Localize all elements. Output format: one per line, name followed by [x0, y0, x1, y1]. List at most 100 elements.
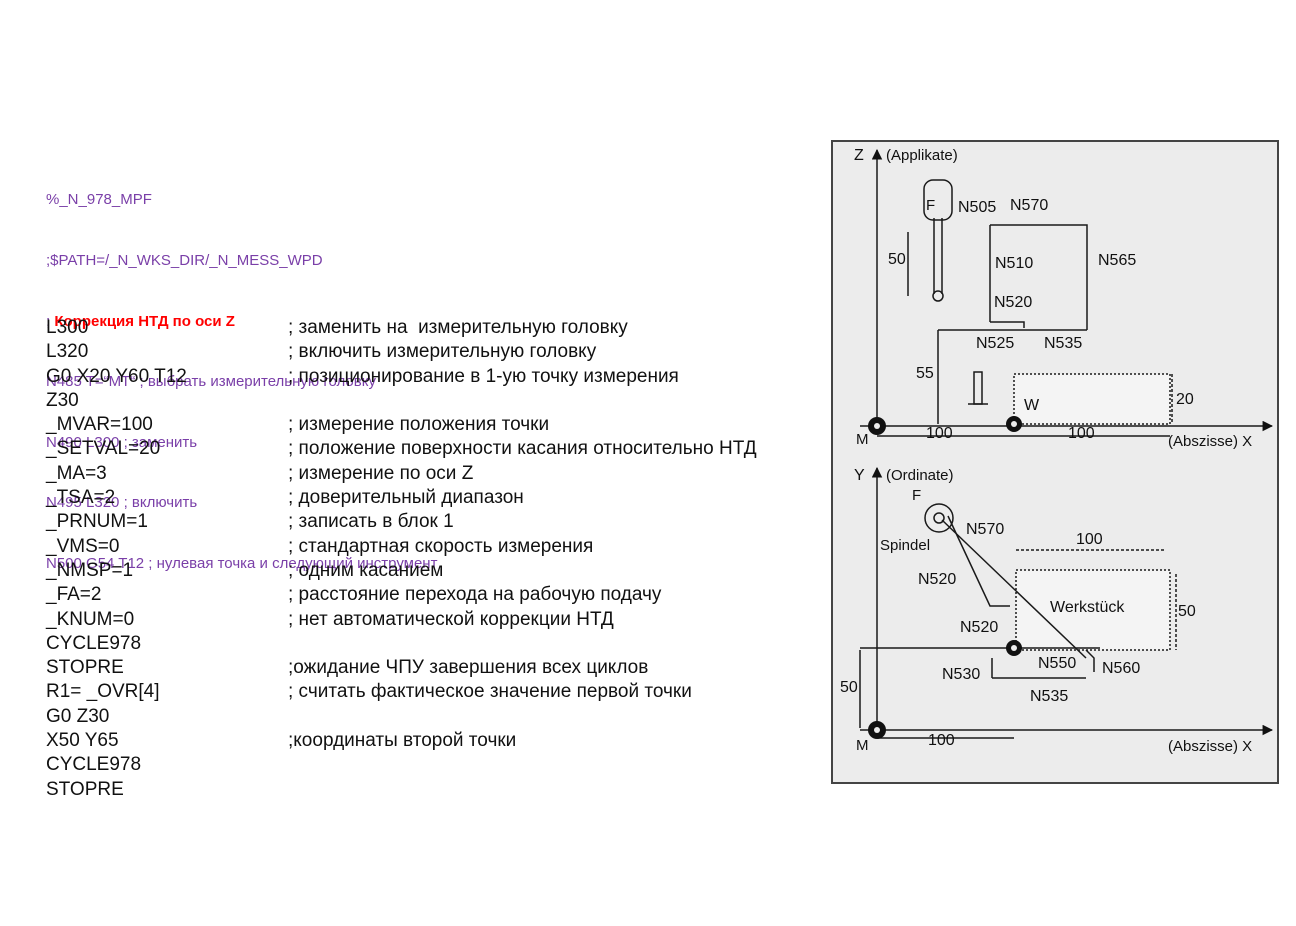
code-comment: ; включить измерительную головку: [288, 341, 597, 363]
code-command: _VMS=0: [46, 535, 120, 557]
z-axis-name: (Applikate): [886, 147, 958, 164]
bottom-x-axis-label: (Abszisse) X: [1168, 738, 1252, 755]
code-command: _NMSP=1: [46, 559, 134, 581]
code-command: L320: [46, 341, 89, 363]
header-line-n495: N495 L320 ; включить: [46, 494, 198, 512]
header-line-program: %_N_978_MPF: [46, 191, 152, 209]
dim-20: 20: [1176, 391, 1194, 408]
bottom-label-n520-lower: N520: [960, 619, 998, 636]
code-command: STOPRE: [46, 657, 124, 679]
bottom-label-n560: N560: [1102, 660, 1140, 677]
bottom-label-n520-upper: N520: [918, 571, 956, 588]
code-command: CYCLE978: [46, 754, 142, 776]
bottom-dim-100-top-label: 100: [1076, 531, 1103, 548]
label-n535: N535: [1044, 335, 1082, 352]
z-axis-label: Z: [854, 147, 864, 164]
code-comment: ; одним касанием: [288, 559, 444, 581]
header-line-n485: N485 T=“MT“ ; выбрать измерительную голо…: [46, 373, 376, 391]
diagram-panel: [831, 140, 1279, 784]
code-comment: ;координаты второй точки: [288, 730, 517, 752]
spindle-inner: [933, 512, 945, 524]
bottom-origin-m-label: M: [856, 737, 869, 754]
bottom-zero-inner: [1011, 645, 1017, 651]
spindle-label: Spindel: [880, 537, 930, 554]
code-command: Z30: [46, 389, 79, 411]
code-command: R1= _OVR[4]: [46, 681, 160, 703]
workpiece-label: Werkstück: [1050, 599, 1125, 616]
code-comment: ; заменить на измерительную головку: [288, 317, 628, 338]
top-workpiece: [1013, 373, 1171, 425]
header-line-n490: N490 L300 ; заменить: [46, 433, 198, 451]
code-command: X50 Y65: [46, 730, 119, 752]
dim-100-first: 100: [926, 425, 953, 442]
bottom-label-n550: N550: [1038, 655, 1076, 672]
code-comment: ; измерение по оси Z: [288, 462, 474, 484]
label-n505: N505: [958, 199, 996, 216]
header-line-n500: N500 G54 T12 ; нулевая точка и следующий…: [46, 555, 438, 573]
code-comment: ; позиционирование в 1-ую точку измерени…: [288, 365, 679, 387]
probe-tip: [932, 290, 944, 302]
code-comment: ; измерение положения точки: [288, 414, 550, 436]
code-comment: ; положение поверхности касания относите…: [288, 438, 757, 460]
bottom-view: [859, 466, 1274, 739]
workpiece-zero-w-inner: [1011, 421, 1017, 427]
bottom-origin-m-inner: [874, 727, 880, 733]
workpiece-zero-w-label: W: [1024, 397, 1040, 414]
code-command: _TSA=2: [46, 487, 116, 509]
bottom-path-n560: [1085, 649, 1095, 672]
label-n570: N570: [1010, 197, 1048, 214]
spindle-circle: [924, 503, 954, 533]
bottom-probe-f-label: F: [912, 487, 921, 504]
measurement-diagram: Z (Applikate) F N505 N570 50 N510 N565 N…: [831, 140, 1279, 784]
label-n510: N510: [995, 255, 1033, 272]
top-x-axis-label: (Abszisse) X: [1168, 433, 1252, 450]
code-comment: ; нет автоматической коррекции НТД: [288, 608, 614, 630]
code-command: _MA=3: [46, 462, 107, 484]
code-command: STOPRE: [46, 778, 124, 800]
label-n525: N525: [976, 335, 1014, 352]
code-command: _PRNUM=1: [46, 511, 148, 533]
bottom-path-n520: [947, 515, 1010, 607]
program-header: %_N_978_MPF ;$PATH=/_N_WKS_DIR/_N_MESS_W…: [46, 150, 437, 594]
code-comment: ; расстояние перехода на рабочую подачу: [288, 584, 662, 606]
top-view: [860, 148, 1274, 437]
bottom-dim-100-bottom-label: 100: [928, 732, 955, 749]
note-prefix: ;: [46, 312, 55, 330]
top-origin-m-inner: [874, 423, 880, 429]
probe-body: [923, 179, 953, 221]
bottom-dim-50-left-label: 50: [840, 679, 858, 696]
label-n520: N520: [994, 294, 1032, 311]
header-line-path: ;$PATH=/_N_WKS_DIR/_N_MESS_WPD: [46, 252, 323, 270]
code-comment: ; доверительный диапазон: [288, 487, 524, 509]
bottom-workpiece: [1015, 569, 1171, 651]
top-origin-m-label: M: [856, 431, 869, 448]
code-command: L300: [46, 317, 89, 338]
header-line-note: ; Коррекция НТД по оси Z: [46, 312, 437, 332]
code-command: G0 X20 Y60 T12: [46, 365, 187, 387]
code-command: CYCLE978: [46, 632, 142, 654]
code-command: _FA=2: [46, 584, 102, 606]
code-command: _SETVAL=20: [46, 438, 161, 460]
probe-f-label: F: [926, 197, 935, 214]
y-axis-name: (Ordinate): [886, 467, 954, 484]
code-comment: ; записать в блок 1: [288, 511, 454, 533]
note-bold: Коррекция НТД по оси Z: [54, 312, 235, 330]
code-command: _KNUM=0: [46, 608, 135, 630]
code-comment: ; стандартная скорость измерения: [288, 535, 594, 557]
y-axis-label: Y: [854, 467, 865, 484]
code-comment: ; считать фактическое значение первой то…: [288, 681, 692, 703]
dim-55: 55: [916, 365, 934, 382]
top-path: [990, 224, 1088, 330]
code-command: _MVAR=100: [46, 414, 153, 436]
dim-100-second: 100: [1068, 425, 1095, 442]
bottom-label-n570: N570: [966, 521, 1004, 538]
bottom-label-n530: N530: [942, 666, 980, 683]
bottom-path-n570: [941, 519, 1087, 659]
code-comment: ;ожидание ЧПУ завершения всех циклов: [288, 657, 649, 679]
label-n565: N565: [1098, 252, 1136, 269]
bottom-dim-50-right-label: 50: [1178, 603, 1196, 620]
code-command: G0 Z30: [46, 705, 110, 727]
top-path-n520: [990, 321, 1025, 328]
bottom-label-n535: N535: [1030, 688, 1068, 705]
dim-50: 50: [888, 251, 906, 268]
